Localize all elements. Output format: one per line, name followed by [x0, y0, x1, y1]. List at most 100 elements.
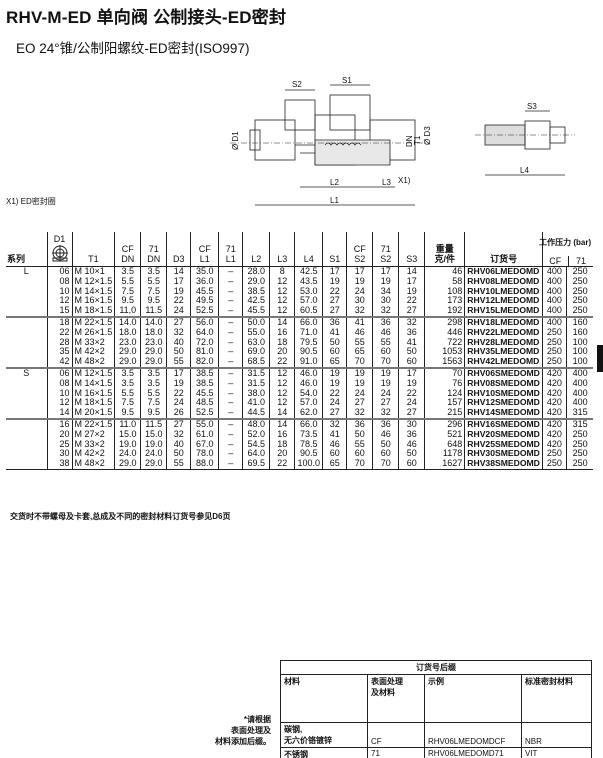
cell-d3: 17 [166, 366, 191, 379]
cell-series [6, 347, 47, 357]
cell-71-s2: 60 [372, 449, 399, 460]
cell-s3: 32 [398, 316, 425, 328]
cell-series [6, 389, 47, 399]
port-symbol-icon [51, 245, 68, 262]
suffix-row: 碳钢, 无六价铬镀锌 CF RHV06LMEDOMDCF NBR [280, 722, 592, 748]
cell-pressure-cf: 400 [541, 316, 567, 328]
suffix-code: CF [367, 722, 425, 748]
cell-series [6, 277, 47, 287]
cell-s3: 36 [398, 327, 425, 338]
cell-order-number: RHV12SMEDOMD [464, 398, 543, 409]
cell-order-number: RHV16SMEDOMD [464, 417, 543, 430]
cell-l3: 16 [269, 429, 295, 440]
label-l1: L1 [330, 196, 339, 205]
cell-cf-dn: 7.5 [114, 398, 141, 409]
dimension-table: 系列 D1 T1 CF DN 71 DN D3 CF L1 71 L1 L2 L… [6, 232, 594, 470]
cell-d1: 10 [46, 388, 72, 399]
cell-cf-s2: 32 [346, 407, 373, 419]
cell-71-dn: 29.0 [140, 356, 167, 368]
cell-t1: M 18×1.5 [71, 305, 115, 317]
cell-order-number: RHV10SMEDOMD [464, 388, 543, 399]
cell-71-l1: – [218, 378, 243, 389]
cell-t1: M 42×2 [71, 449, 115, 460]
cell-cf-dn: 15.0 [114, 429, 141, 440]
cell-pressure-71: 160 [565, 327, 594, 338]
cell-s1: 32 [322, 417, 347, 430]
cell-71-l1: – [218, 276, 243, 287]
cell-t1: M 33×2 [71, 439, 115, 450]
cell-d1: 42 [46, 356, 72, 368]
cell-cf-dn: 19.0 [114, 439, 141, 450]
cell-cf-s2: 41 [346, 316, 373, 328]
cell-s3: 50 [398, 347, 425, 358]
cell-s3: 60 [398, 356, 425, 368]
cell-d3: 22 [166, 388, 191, 399]
cell-order-number: RHV20SMEDOMD [464, 429, 543, 440]
header-t1: T1 [71, 232, 115, 267]
cell-pressure-cf: 420 [541, 366, 567, 379]
cell-71-l1: – [218, 296, 243, 307]
cell-d1: 20 [46, 429, 72, 440]
cell-weight: 446 [424, 327, 465, 338]
cell-weight: 1178 [424, 449, 465, 460]
cell-series [6, 379, 47, 389]
cell-cf-dn: 29.0 [114, 356, 141, 368]
cell-cf-s2: 19 [346, 378, 373, 389]
cell-71-s2: 36 [372, 316, 399, 328]
cell-order-number: RHV06SMEDOMD [464, 366, 543, 379]
cell-cf-l1: 67.0 [190, 439, 219, 450]
cell-d3: 40 [166, 337, 191, 348]
cell-l3: 20 [269, 347, 295, 358]
cell-l2: 50.0 [242, 316, 270, 328]
label-x1: X1) [398, 176, 411, 185]
cell-cf-l1: 61.0 [190, 429, 219, 440]
cell-cf-l1: 56.0 [190, 316, 219, 328]
table-header-row: 系列 D1 T1 CF DN 71 DN D3 CF L1 71 L1 L2 L… [6, 232, 594, 267]
cell-cf-dn: 14.0 [114, 316, 141, 328]
cell-cf-l1: 52.5 [190, 407, 219, 419]
cell-cf-s2: 70 [346, 458, 373, 470]
cell-s3: 50 [398, 449, 425, 460]
cell-s3: 19 [398, 378, 425, 389]
cell-weight: 192 [424, 305, 465, 317]
cell-71-s2: 30 [372, 296, 399, 307]
cell-cf-s2: 60 [346, 449, 373, 460]
cell-l3: 12 [269, 296, 295, 307]
cell-l2: 48.0 [242, 417, 270, 430]
cell-pressure-cf: 400 [541, 296, 567, 307]
cell-t1: M 33×2 [71, 337, 115, 348]
cell-d1: 08 [46, 378, 72, 389]
suffix-row: 不锈钢 71 RHV06LMEDOMD71 VIT [280, 747, 592, 758]
suffix-material: 不锈钢 [280, 747, 368, 758]
cell-cf-dn: 24.0 [114, 449, 141, 460]
cell-pressure-cf: 250 [541, 449, 567, 460]
cell-s1: 19 [322, 276, 347, 287]
cell-d1: 06 [46, 366, 72, 379]
cell-cf-s2: 24 [346, 286, 373, 297]
cell-s1: 24 [322, 398, 347, 409]
cell-cf-s2: 36 [346, 417, 373, 430]
cell-cf-dn: 11,0 [114, 305, 141, 317]
cell-71-dn: 5.5 [140, 388, 167, 399]
cell-l2: 44.5 [242, 407, 270, 419]
cell-71-dn: 14.0 [140, 316, 167, 328]
cell-71-l1: – [218, 458, 243, 470]
cell-t1: M 48×2 [71, 458, 115, 470]
cell-d1: 22 [46, 327, 72, 338]
cell-t1: M 10×1 [71, 266, 115, 277]
cell-pressure-71: 400 [565, 388, 594, 399]
suffix-example: RHV06LMEDOMDCF [424, 722, 522, 748]
cell-series [6, 449, 47, 459]
cell-71-l1: – [218, 407, 243, 419]
cell-71-l1: – [218, 305, 243, 317]
cell-cf-s2: 65 [346, 347, 373, 358]
cell-l4: 71.0 [294, 327, 323, 338]
header-71-dn: 71 DN [140, 232, 167, 267]
cell-s1: 22 [322, 286, 347, 297]
cell-cf-l1: 36.0 [190, 276, 219, 287]
cell-series [6, 408, 47, 419]
cell-cf-l1: 45.5 [190, 388, 219, 399]
cell-pressure-71: 400 [565, 378, 594, 389]
